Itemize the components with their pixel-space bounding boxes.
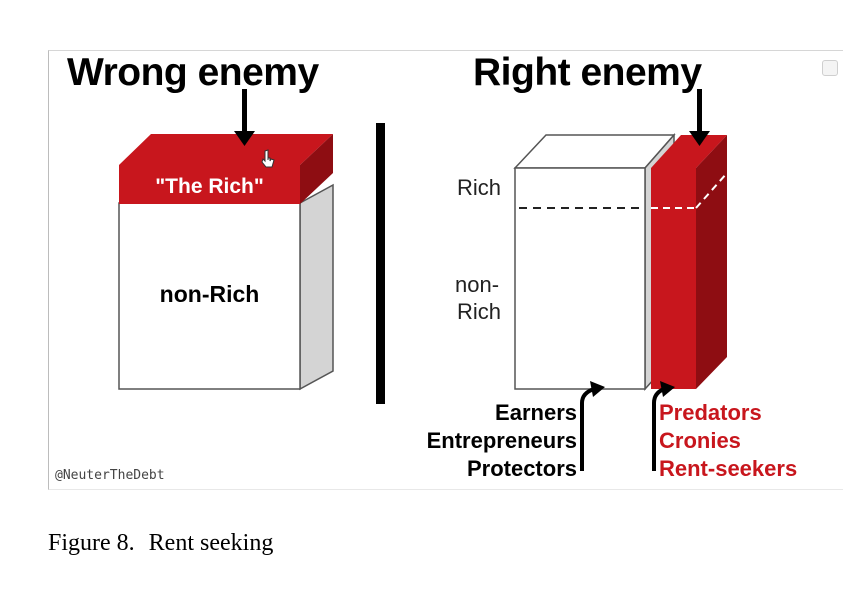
caption-text: Rent seeking — [148, 530, 274, 556]
right-enemy-heading: Right enemy — [473, 51, 702, 94]
left-rich-slab — [119, 134, 333, 204]
list-item: Cronies — [659, 428, 741, 453]
list-item: Predators — [659, 400, 762, 425]
watermark: @NeuterTheDebt — [55, 468, 165, 483]
left-nonrich-block — [118, 183, 334, 391]
nonrich-label-line2: Rich — [457, 299, 502, 324]
up-arrow-icon — [580, 381, 605, 471]
nonrich-label-line1: non- — [455, 272, 500, 297]
predators-list: Predators Cronies Rent-seekers — [659, 399, 797, 483]
wrong-enemy-heading: Wrong enemy — [67, 51, 319, 94]
rich-label: Rich — [457, 175, 502, 200]
divider-bar — [376, 123, 385, 404]
the-rich-label: "The Rich" — [155, 175, 264, 198]
list-item: Rent-seekers — [659, 456, 798, 481]
figure-panel: Wrong enemy Right enemy — [48, 50, 843, 490]
list-item: Earners — [495, 400, 577, 425]
right-population-block — [513, 133, 676, 391]
earners-list: Earners Entrepreneurs Protectors — [427, 399, 577, 483]
figure-caption: Figure 8. Rent seeking — [48, 530, 273, 557]
right-predators-block — [651, 135, 728, 389]
up-arrow-icon — [652, 381, 675, 471]
list-item: Entrepreneurs — [426, 428, 577, 453]
list-item: Protectors — [466, 456, 577, 481]
down-arrow-icon — [689, 89, 710, 146]
cursor-hand-icon — [261, 149, 275, 168]
down-arrow-icon — [234, 89, 255, 146]
caption-number: Figure 8. — [48, 530, 135, 556]
image-corner-icon — [822, 60, 838, 76]
diagram-graphics — [118, 89, 728, 471]
non-rich-label: non-Rich — [159, 281, 260, 307]
